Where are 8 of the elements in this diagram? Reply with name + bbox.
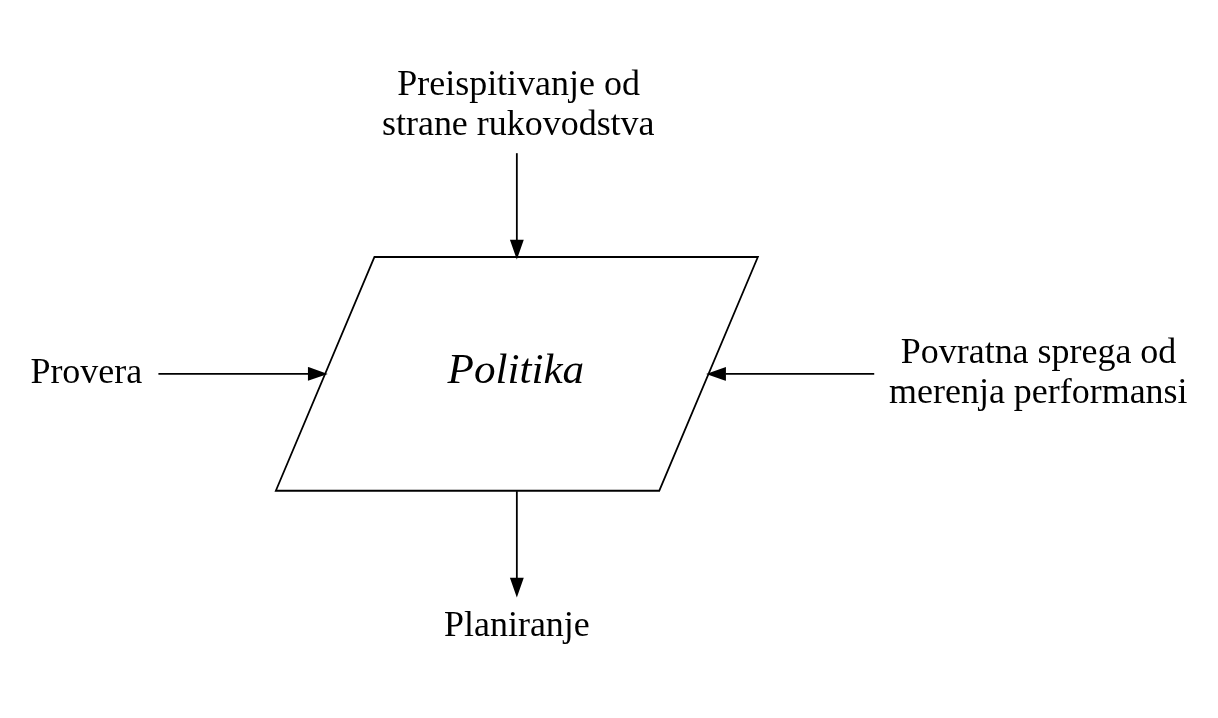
node-text: Planiranje bbox=[444, 603, 590, 644]
node-text: Povratna sprega od merenja performansi bbox=[889, 330, 1188, 411]
arrow bbox=[157, 366, 328, 381]
node-text: Provera bbox=[30, 350, 143, 391]
arrow bbox=[509, 151, 524, 260]
node-text: Preispitivanje od strane rukovodstva bbox=[381, 62, 655, 143]
arrow bbox=[706, 366, 876, 381]
arrow bbox=[509, 489, 524, 597]
